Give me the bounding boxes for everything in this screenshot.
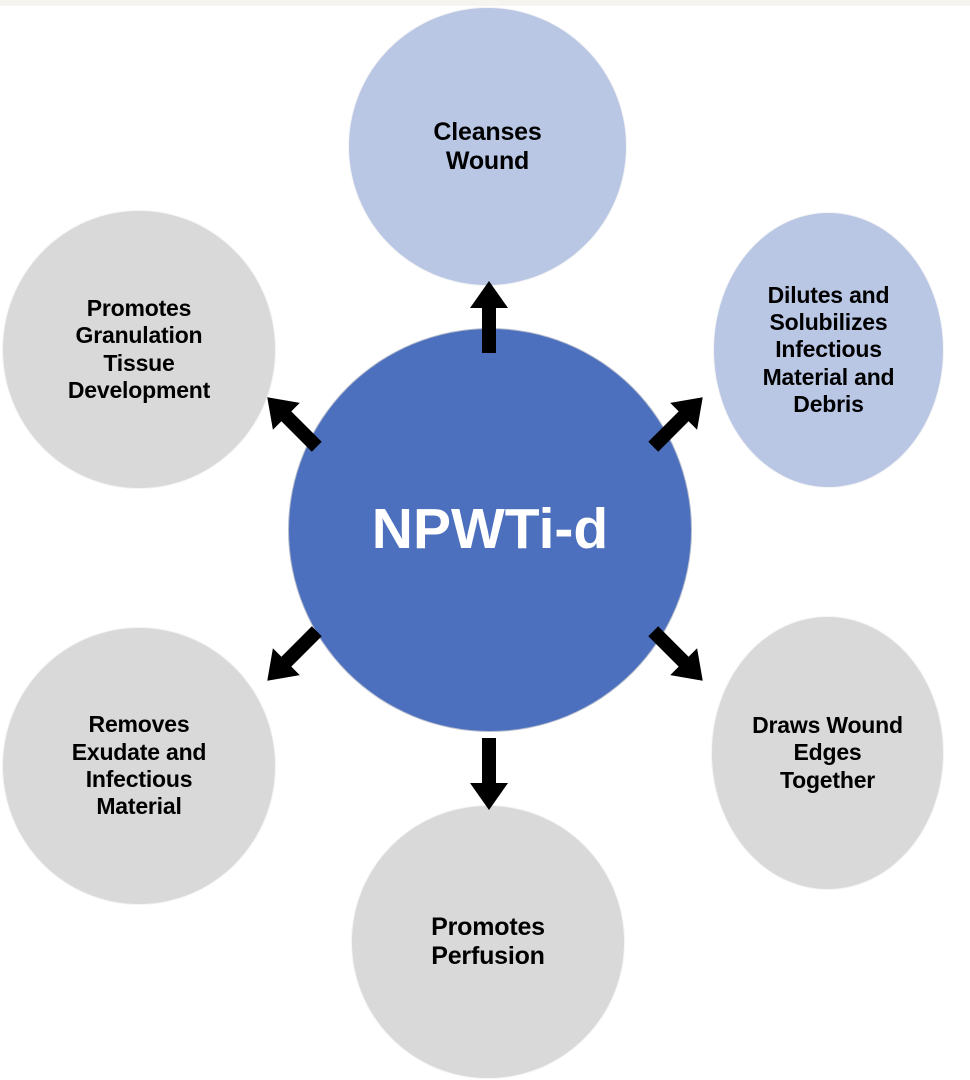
node-removes-exudate-label: Removes Exudate and Infectious Material: [71, 711, 207, 820]
node-promotes-perfusion[interactable]: Promotes Perfusion: [352, 806, 624, 1078]
node-draws-wound-edges[interactable]: Draws Wound Edges Together: [712, 617, 943, 889]
node-draws-wound-edges-label: Draws Wound Edges Together: [752, 711, 903, 793]
node-promotes-perfusion-label: Promotes Perfusion: [431, 913, 545, 970]
node-promotes-granulation[interactable]: Promotes Granulation Tissue Development: [3, 211, 275, 488]
node-promotes-granulation-label: Promotes Granulation Tissue Development: [67, 294, 211, 403]
node-removes-exudate[interactable]: Removes Exudate and Infectious Material: [3, 628, 275, 904]
node-cleanses-wound[interactable]: Cleanses Wound: [349, 8, 626, 285]
node-center-npwti-d[interactable]: NPWTi-d: [289, 329, 691, 731]
node-dilutes-solubilizes-label: Dilutes and Solubilizes Infectious Mater…: [762, 282, 895, 417]
node-cleanses-wound-label: Cleanses Wound: [433, 117, 542, 175]
node-dilutes-solubilizes[interactable]: Dilutes and Solubilizes Infectious Mater…: [714, 213, 943, 487]
node-center-label: NPWTi-d: [371, 497, 609, 562]
arrow-down-icon: [469, 738, 509, 810]
top-edge-strip: [0, 0, 970, 6]
